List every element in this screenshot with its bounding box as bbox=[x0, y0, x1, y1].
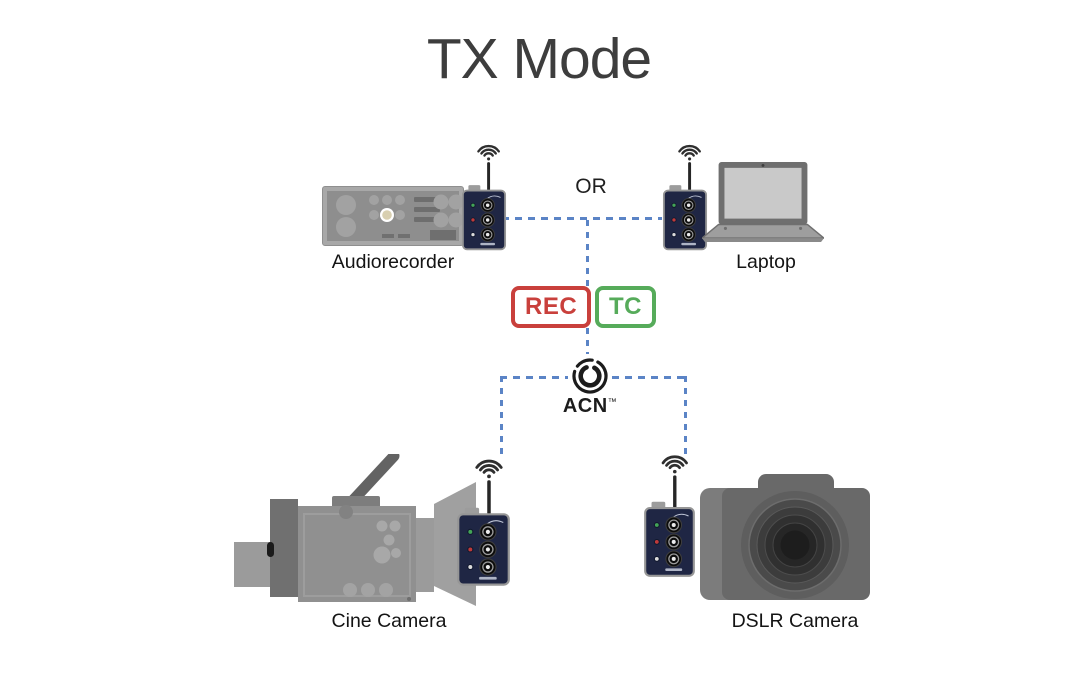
cine-camera-label: Cine Camera bbox=[331, 610, 447, 632]
dashed-line-right-vertical bbox=[684, 376, 687, 460]
rec-badge: REC bbox=[511, 286, 592, 328]
page-title: TX Mode bbox=[426, 27, 652, 91]
trademark-symbol: ™ bbox=[607, 396, 618, 407]
dslr-camera-label: DSLR Camera bbox=[731, 610, 859, 632]
dashed-line-hub-right bbox=[612, 376, 686, 379]
acn-label: ACN™ bbox=[562, 395, 618, 417]
dslr-camera-illustration bbox=[700, 474, 870, 600]
transmitter-device-audiorecorder bbox=[461, 141, 507, 253]
cine-camera-illustration bbox=[234, 454, 476, 606]
acn-hub-icon bbox=[572, 358, 608, 394]
dashed-line-left-vertical bbox=[500, 376, 503, 458]
dashed-line-top-horizontal bbox=[502, 217, 662, 220]
transmitter-device-cine bbox=[456, 455, 511, 589]
dashed-line-hub-left bbox=[500, 376, 568, 379]
or-label: OR bbox=[575, 175, 607, 198]
laptop-illustration bbox=[702, 162, 824, 243]
audiorecorder-illustration bbox=[322, 186, 464, 246]
audiorecorder-label: Audiorecorder bbox=[331, 251, 455, 273]
tc-badge: TC bbox=[595, 286, 656, 328]
transmitter-device-dslr bbox=[643, 451, 696, 580]
laptop-label: Laptop bbox=[736, 251, 796, 273]
